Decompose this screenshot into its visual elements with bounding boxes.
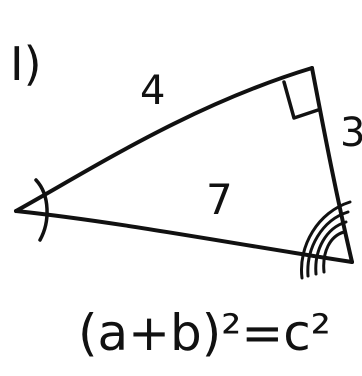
problem-number-label: I) [10,37,42,91]
side-top-line [14,66,314,213]
right-angle-arcs [299,200,352,280]
side-label-top: 4 [140,68,165,114]
side-label-right: 3 [340,110,362,156]
right-angle-marker [282,80,320,120]
side-bottom-line [14,209,354,264]
left-angle-arc [34,178,49,242]
equation-text: (a+b)²=c² [78,304,331,362]
side-label-bottom: 7 [206,175,233,224]
side-right-line [310,66,354,264]
